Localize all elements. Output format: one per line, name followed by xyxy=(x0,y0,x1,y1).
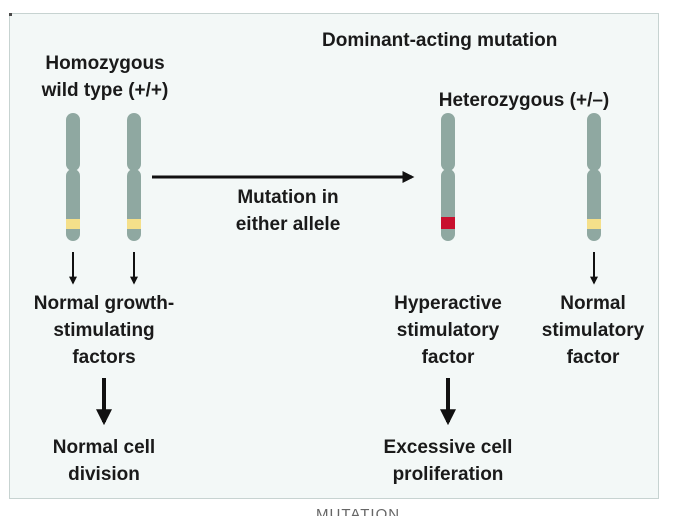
heterozygous-label: Heterozygous (+/–) xyxy=(438,90,610,111)
normal-division-label: Normal cell division xyxy=(52,437,156,485)
hyperactive-factor-label: Hyperactive stimulatory factor xyxy=(394,293,502,368)
chromosome-wt-1 xyxy=(66,113,80,241)
allele-normal-1 xyxy=(66,219,80,229)
chromosome-het-normal xyxy=(587,113,601,241)
allele-mutant xyxy=(441,217,455,229)
cutoff-caption: MUTATION xyxy=(316,506,401,516)
panel-corner-mark xyxy=(9,13,12,16)
allele-normal-2 xyxy=(127,219,141,229)
mutation-label: Mutation in either allele xyxy=(235,187,341,235)
chromosome-het-mutant xyxy=(441,113,455,241)
diagram-panel xyxy=(9,13,659,499)
wild-type-label: Homozygous wild type (+/+) xyxy=(41,53,169,101)
diagram-title: Dominant-acting mutation xyxy=(322,30,558,51)
normal-growth-factors-label: Normal growth- stimulating factors xyxy=(33,293,175,368)
excessive-proliferation-label: Excessive cell proliferation xyxy=(383,437,513,485)
chromosome-wt-2 xyxy=(127,113,141,241)
normal-factor-label: Normal stimulatory factor xyxy=(541,293,645,368)
allele-normal-3 xyxy=(587,219,601,229)
